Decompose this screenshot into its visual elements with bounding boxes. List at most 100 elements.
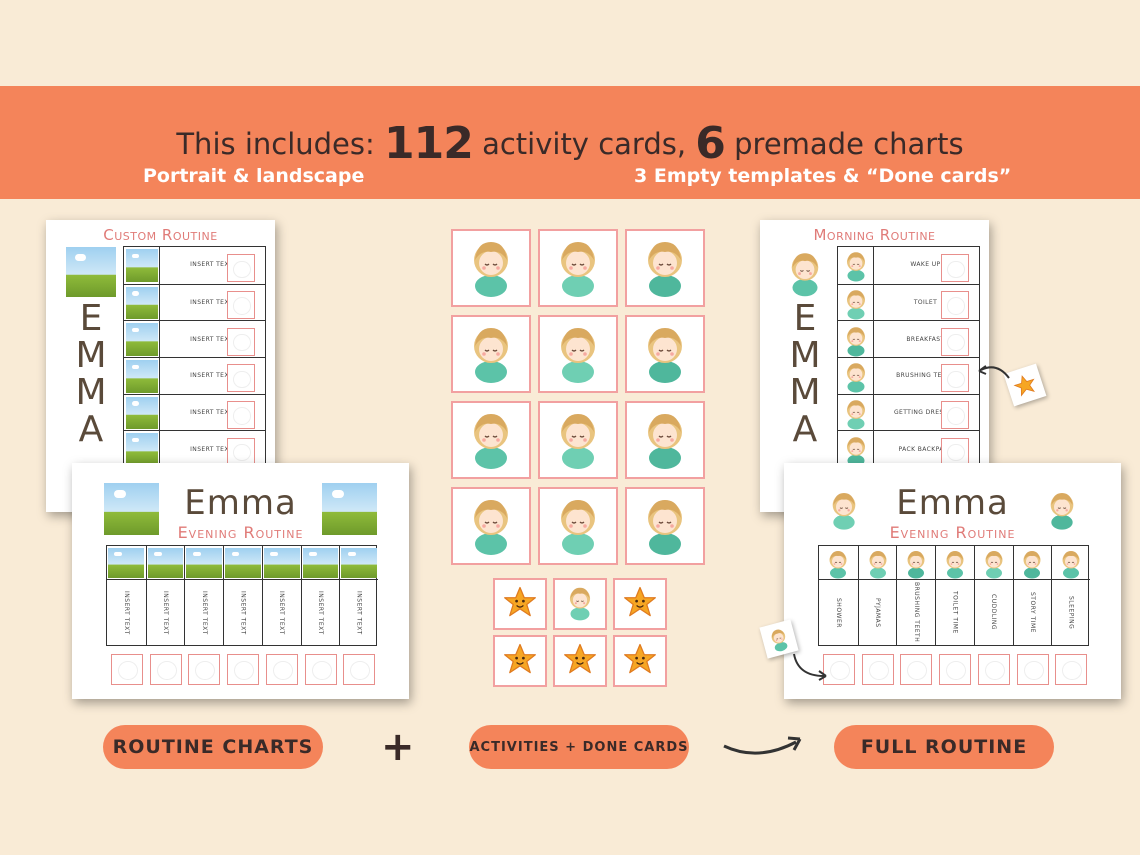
activity-card[interactable] xyxy=(451,315,531,393)
checkbox[interactable] xyxy=(939,654,972,685)
table-column: Insert text xyxy=(300,546,340,645)
kid-illustration-icon xyxy=(648,242,682,297)
checkbox[interactable] xyxy=(111,654,143,685)
activity-card[interactable] xyxy=(451,401,531,479)
checkbox[interactable] xyxy=(304,654,337,685)
activity-card[interactable] xyxy=(451,487,531,565)
kid-illustration-icon xyxy=(846,326,865,357)
landscape-image xyxy=(66,247,116,297)
checkbox[interactable] xyxy=(343,654,376,685)
landscape-image xyxy=(124,394,160,432)
checkbox[interactable] xyxy=(188,654,221,685)
checkbox[interactable] xyxy=(1055,654,1088,685)
checkbox[interactable] xyxy=(977,654,1010,685)
activity-card[interactable] xyxy=(451,229,531,307)
column-label-text: Insert text xyxy=(278,590,286,635)
activity-card[interactable] xyxy=(625,315,705,393)
checkbox[interactable] xyxy=(227,254,255,283)
kid-illustration-icon xyxy=(561,414,595,469)
column-label: Pyjamas xyxy=(859,580,897,645)
table-row: Pack backpack xyxy=(838,430,979,468)
column-label-text: Cuddling xyxy=(990,594,998,631)
routine-charts-button[interactable]: ROUTINE CHARTS xyxy=(103,725,323,769)
table-column: Toilet time xyxy=(935,546,974,645)
activity-card[interactable] xyxy=(553,578,607,630)
table-row: Getting dressed xyxy=(838,393,979,432)
activity-card[interactable] xyxy=(538,315,618,393)
checkbox[interactable] xyxy=(861,654,894,685)
kid-illustration-icon xyxy=(1013,546,1052,580)
row-label: Breakfast xyxy=(906,335,945,343)
done-card[interactable] xyxy=(613,635,667,687)
checkbox[interactable] xyxy=(941,401,969,429)
checkbox[interactable] xyxy=(227,437,255,466)
headline: This includes: 112 activity cards, 6 pre… xyxy=(0,118,1140,169)
kid-illustration-icon xyxy=(648,328,682,383)
column-label-text: Insert text xyxy=(316,590,324,635)
checkbox[interactable] xyxy=(900,654,933,685)
checkbox[interactable] xyxy=(941,291,969,319)
evening-template-sheet: Emma Evening Routine Insert textInsert t… xyxy=(72,463,409,699)
custom-routine-title: Custom Routine xyxy=(103,226,218,244)
checkbox[interactable] xyxy=(265,654,298,685)
landscape-image xyxy=(224,546,262,580)
row-label: Insert text xyxy=(190,335,233,343)
table-column: Insert text xyxy=(339,546,378,645)
landscape-image xyxy=(124,358,160,395)
kid-illustration-icon xyxy=(819,546,858,580)
activity-card[interactable] xyxy=(538,401,618,479)
kid-illustration-icon xyxy=(1042,487,1082,531)
checkbox[interactable] xyxy=(227,654,260,685)
evening-template-table: Insert text Insert text Insert text Insert … xyxy=(106,545,378,646)
activity-card[interactable] xyxy=(625,487,705,565)
kid-illustration-icon xyxy=(780,247,830,297)
kid-illustration-icon xyxy=(764,623,794,654)
kid-illustration-icon xyxy=(838,358,874,395)
checkbox[interactable] xyxy=(941,437,969,466)
checkbox[interactable] xyxy=(227,364,255,393)
done-card[interactable] xyxy=(493,635,547,687)
table-row: Insert text xyxy=(124,357,265,395)
table-row: Insert text xyxy=(124,430,265,468)
checkbox[interactable] xyxy=(941,254,969,283)
kid-illustration-icon xyxy=(869,550,887,578)
smiling-star-icon xyxy=(624,643,656,674)
kid-illustration-icon xyxy=(946,550,964,578)
activities-done-cards-button[interactable]: ACTIVITIES + DONE CARDS xyxy=(469,725,689,769)
checkbox[interactable] xyxy=(1016,654,1049,685)
done-card[interactable] xyxy=(613,578,667,630)
landscape-image xyxy=(107,546,146,580)
table-column: Insert text xyxy=(184,546,224,645)
row-label: Insert text xyxy=(190,372,233,380)
checkbox[interactable] xyxy=(823,654,855,685)
activity-card[interactable] xyxy=(625,229,705,307)
checkbox[interactable] xyxy=(227,327,255,356)
kid-illustration-icon xyxy=(791,253,819,297)
checkbox[interactable] xyxy=(149,654,182,685)
curved-arrow-icon xyxy=(793,653,827,681)
table-row: Breakfast xyxy=(838,320,979,358)
kid-illustration-icon xyxy=(474,242,508,297)
column-label: Sleeping xyxy=(1052,580,1090,645)
kid-illustration-icon xyxy=(561,500,595,555)
checkbox[interactable] xyxy=(941,364,969,393)
done-card[interactable] xyxy=(553,635,607,687)
checkbox[interactable] xyxy=(941,327,969,356)
checkbox[interactable] xyxy=(227,291,255,319)
activity-card[interactable] xyxy=(538,229,618,307)
checkbox[interactable] xyxy=(227,401,255,429)
template-name: Emma xyxy=(184,483,297,523)
done-card-sample xyxy=(1003,363,1047,407)
activity-card[interactable] xyxy=(538,487,618,565)
landscape-image xyxy=(185,546,224,580)
landscape-image xyxy=(301,546,340,580)
table-column: Cuddling xyxy=(973,546,1013,645)
activity-card[interactable] xyxy=(625,401,705,479)
kid-illustration-icon xyxy=(838,321,874,358)
full-routine-button[interactable]: FULL ROUTINE xyxy=(834,725,1054,769)
smiling-star-icon xyxy=(1013,375,1035,397)
done-card[interactable] xyxy=(493,578,547,630)
landscape-image xyxy=(124,284,160,322)
